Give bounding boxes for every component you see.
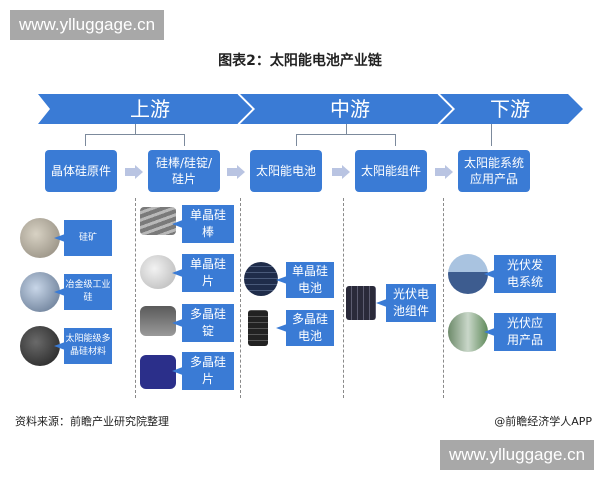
poly-silicon-wafer-photo-icon [140,355,176,389]
solar-grade-polysilicon-photo-icon [20,326,60,366]
pv-power-plant-photo-icon [448,254,488,294]
dashed-divider [343,198,344,398]
bracket-midstream [296,134,396,146]
bracket-midstream-stem [346,124,347,134]
bracket-upstream [85,134,185,146]
process-box-solar-system-products: 太阳能系统 应用产品 [458,150,530,192]
dashed-divider [443,198,444,398]
tag-mono-silicon-wafer: 单晶硅 片 [172,254,234,292]
flow-arrow-icon [125,165,143,179]
tag-mono-silicon-rod: 单晶硅 棒 [172,205,234,243]
flow-arrow-icon [435,165,453,179]
dashed-divider [240,198,241,398]
stage-midstream: 中游 [330,97,370,121]
tag-poly-cell: 多晶硅 电池 [276,310,334,346]
credit-note: @前瞻经济学人APP [494,415,592,428]
tag-silicon-ore: 硅矿 [54,220,112,256]
flow-arrow-icon [332,165,350,179]
silicon-ore-photo-icon [20,218,60,258]
chevron-banner-icon [38,94,583,124]
tag-metallurgical-silicon: 冶金级工业 硅 [54,274,112,310]
dashed-divider [135,198,136,398]
mono-cell-photo-icon [244,262,278,296]
bracket-upstream-stem [135,124,136,134]
downstream-stem [491,124,492,146]
pv-products-photo-icon [448,312,488,352]
stage-downstream: 下游 [490,97,530,121]
metallurgical-silicon-photo-icon [20,272,60,312]
mono-silicon-rod-photo-icon [140,207,176,235]
poly-cell-photo-icon [248,310,268,346]
tag-pv-module: 光伏电 池组件 [376,284,436,322]
tag-mono-cell: 单晶硅 电池 [276,262,334,298]
watermark-bottom: www.ylluggage.cn [440,440,595,470]
process-box-solar-cell: 太阳能电池 [250,150,322,192]
stage-banner [38,94,583,124]
pv-module-photo-icon [346,286,376,320]
mono-silicon-wafer-photo-icon [140,255,176,289]
process-box-solar-module: 太阳能组件 [355,150,427,192]
tag-solar-grade-polysilicon: 太阳能级多 晶硅材料 [54,328,112,364]
tag-pv-products: 光伏应 用产品 [484,313,556,351]
chart-title: 图表2：太阳能电池产业链 [218,53,382,69]
watermark-top: www.ylluggage.cn [10,10,165,40]
tag-poly-silicon-wafer: 多晶硅 片 [172,352,234,390]
process-box-silicon-rod-ingot-wafer: 硅棒/硅锭/ 硅片 [148,150,220,192]
process-box-crystalline-silicon: 晶体硅原件 [45,150,117,192]
stage-upstream: 上游 [130,97,170,121]
tag-pv-power-system: 光伏发 电系统 [484,255,556,293]
poly-silicon-ingot-photo-icon [140,306,176,336]
flow-arrow-icon [227,165,245,179]
source-note: 资料来源：前瞻产业研究院整理 [15,415,169,428]
tag-poly-silicon-ingot: 多晶硅 锭 [172,304,234,342]
